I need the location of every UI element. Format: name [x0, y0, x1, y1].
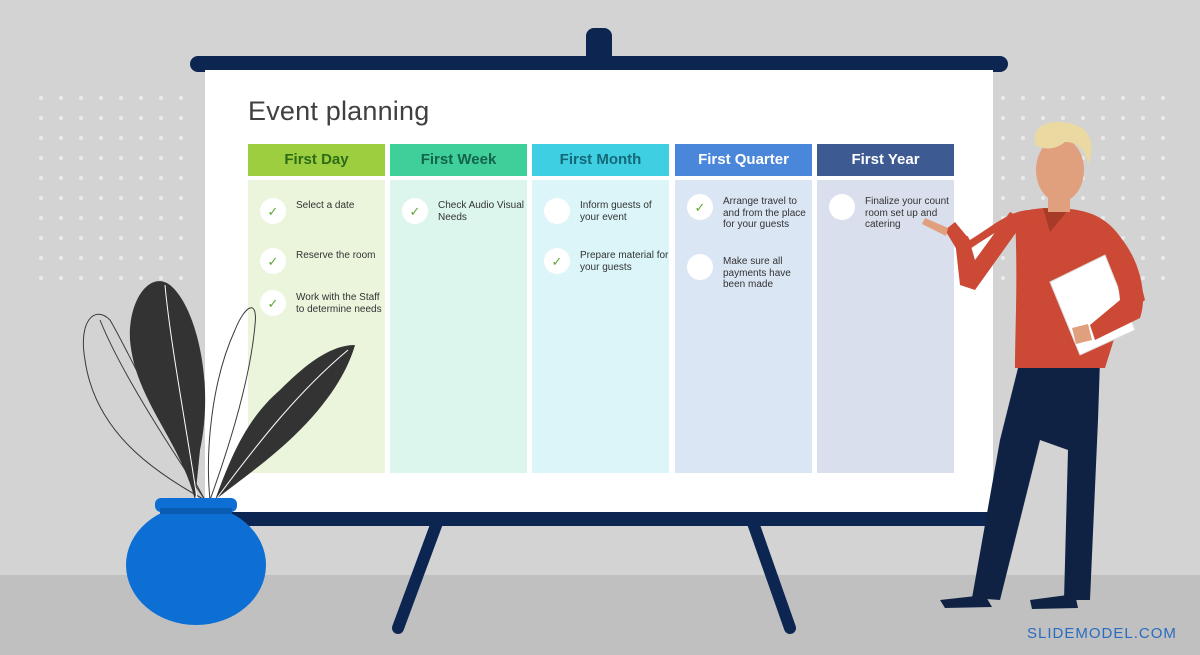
- column-first-quarter: First Quarter ✓ Arrange travel to and from…: [675, 144, 812, 473]
- leaf-outline-mid: [207, 307, 256, 501]
- watermark: SLIDEMODEL.COM: [1027, 625, 1177, 642]
- presenter-face: [1036, 138, 1084, 202]
- column-body: Inform guests of your event ✓ Prepare mate…: [532, 180, 669, 473]
- column-body: Finalize your count room set up and cate…: [817, 180, 954, 473]
- check-icon: ✓: [260, 248, 286, 274]
- task-item: ✓ Reserve the room: [260, 248, 388, 274]
- shoe-right: [1030, 594, 1078, 609]
- check-icon: ✓: [260, 290, 286, 316]
- empty-circle-icon: [829, 194, 855, 220]
- leaf-dark-right: [215, 345, 355, 500]
- task-text: Reserve the room: [296, 250, 376, 261]
- task-item: Make sure all payments have been made: [687, 254, 815, 291]
- check-icon: ✓: [260, 198, 286, 224]
- column-header: First Day: [248, 144, 385, 176]
- stand-bottom-bar: [205, 512, 1005, 526]
- pot-body: [126, 505, 266, 625]
- check-icon: ✓: [687, 194, 713, 220]
- check-icon: ✓: [402, 198, 428, 224]
- column-header: First Year: [817, 144, 954, 176]
- task-text: Work with the Staff to determine needs: [296, 292, 382, 315]
- column-header: First Month: [532, 144, 669, 176]
- task-text: Make sure all payments have been made: [723, 256, 791, 290]
- column-header: First Week: [390, 144, 527, 176]
- column-header: First Quarter: [675, 144, 812, 176]
- task-item: ✓ Check Audio Visual Needs: [402, 198, 530, 224]
- leaf-dark-left: [129, 281, 206, 500]
- presenter-hand: [922, 218, 948, 236]
- slide-title: Event planning: [248, 96, 430, 126]
- task-item: ✓ Arrange travel to and from the place fo…: [687, 194, 815, 231]
- check-icon: ✓: [544, 248, 570, 274]
- task-item: ✓ Prepare material for your guests: [544, 248, 672, 274]
- task-text: Arrange travel to and from the place for…: [723, 196, 806, 230]
- column-body: ✓ Check Audio Visual Needs: [390, 180, 527, 473]
- dot-pattern-left: [38, 95, 198, 295]
- task-text: Check Audio Visual Needs: [438, 200, 524, 223]
- stand-top-bar: [190, 56, 1008, 72]
- task-item: Finalize your count room set up and cate…: [829, 194, 957, 231]
- empty-circle-icon: [544, 198, 570, 224]
- task-text: Inform guests of your event: [580, 200, 652, 223]
- presenter-arm-lower: [955, 212, 1025, 290]
- task-text: Finalize your count room set up and cate…: [865, 196, 949, 230]
- task-item: Inform guests of your event: [544, 198, 672, 224]
- task-text: Prepare material for your guests: [580, 250, 669, 273]
- presenter-legs: [972, 360, 1100, 600]
- column-body: ✓ Arrange travel to and from the place fo…: [675, 180, 812, 473]
- task-text: Select a date: [296, 200, 355, 211]
- task-item: ✓ Select a date: [260, 198, 388, 224]
- presenter-hair: [1035, 121, 1092, 165]
- task-item: ✓ Work with the Staff to determine needs: [260, 290, 388, 316]
- empty-circle-icon: [687, 254, 713, 280]
- column-first-week: First Week ✓ Check Audio Visual Needs: [390, 144, 527, 473]
- shoe-left: [940, 595, 992, 608]
